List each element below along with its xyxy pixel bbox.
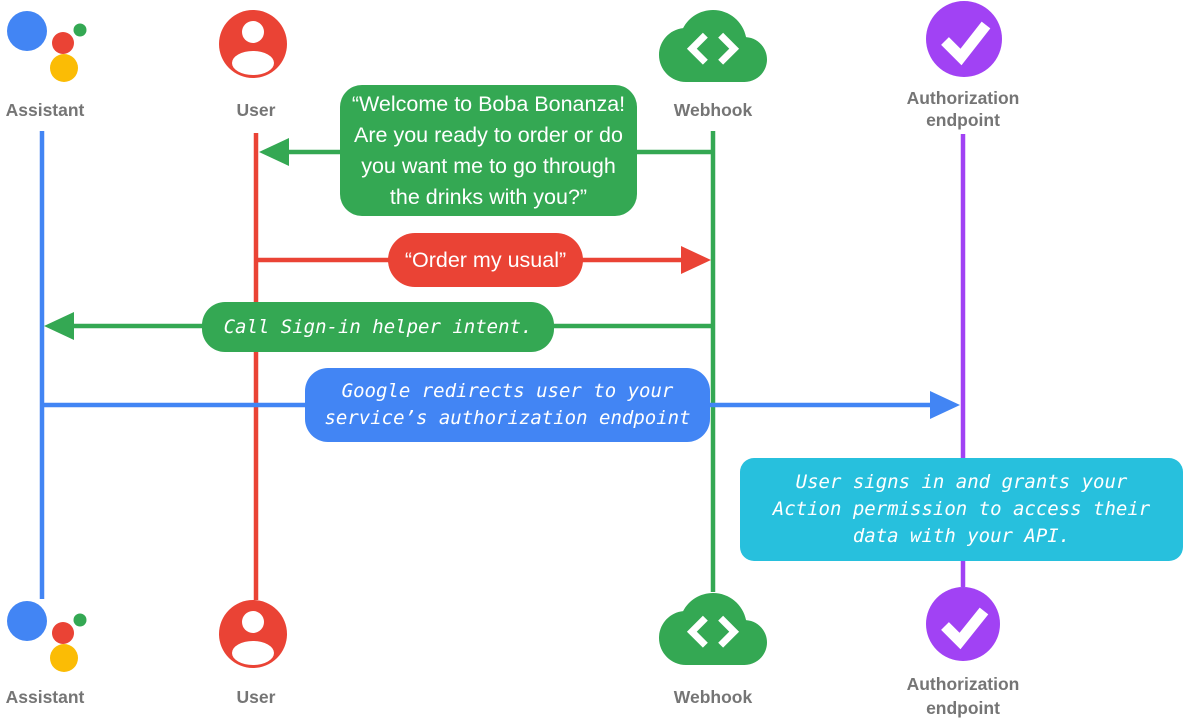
auth-check-icon xyxy=(926,1,1002,77)
auth-check-icon-bottom xyxy=(926,587,1000,661)
redirect-text: Google redirects user to your service’s … xyxy=(324,380,691,429)
user-label-bottom: User xyxy=(236,687,276,707)
code-bracket-right-icon xyxy=(718,615,740,648)
welcome-message-bubble: “Welcome to Boba Bonanza! Are you ready … xyxy=(340,85,637,216)
user-avatar-icon-bottom xyxy=(219,600,287,668)
webhook-label: Webhook xyxy=(673,100,753,120)
google-assistant-icon-bottom xyxy=(7,601,87,672)
welcome-message-text: “Welcome to Boba Bonanza! Are you ready … xyxy=(351,91,626,209)
arrowhead-left-icon xyxy=(259,138,289,166)
google-assistant-icon xyxy=(7,11,87,82)
auth-endpoint-label: Authorization endpoint xyxy=(906,88,1020,130)
arrowhead-right-icon xyxy=(930,391,960,419)
code-bracket-left-icon xyxy=(686,615,708,648)
checkmark-icon xyxy=(941,21,991,66)
grant-access-note: User signs in and grants your Action per… xyxy=(740,458,1183,561)
arrowhead-left-icon xyxy=(44,312,74,340)
code-bracket-right-icon xyxy=(718,32,740,65)
arrowhead-right-icon xyxy=(681,246,711,274)
webhook-cloud-icon xyxy=(659,10,767,82)
redirect-bubble: Google redirects user to your service’s … xyxy=(305,368,710,442)
order-message-text: “Order my usual” xyxy=(404,247,567,272)
order-message-bubble: “Order my usual” xyxy=(388,233,583,287)
webhook-cloud-icon-bottom xyxy=(659,593,767,665)
assistant-label: Assistant xyxy=(5,100,85,120)
checkmark-icon xyxy=(941,607,989,650)
code-bracket-left-icon xyxy=(686,32,708,65)
signin-intent-bubble: Call Sign-in helper intent. xyxy=(202,302,554,352)
assistant-label-bottom: Assistant xyxy=(5,687,85,707)
user-avatar-icon xyxy=(219,10,287,78)
user-label: User xyxy=(236,100,276,120)
auth-endpoint-label-bottom: Authorization endpoint xyxy=(906,674,1020,718)
signin-intent-text: Call Sign-in helper intent. xyxy=(223,315,533,338)
grant-access-text: User signs in and grants your Action per… xyxy=(772,471,1151,547)
webhook-label-bottom: Webhook xyxy=(673,687,753,707)
